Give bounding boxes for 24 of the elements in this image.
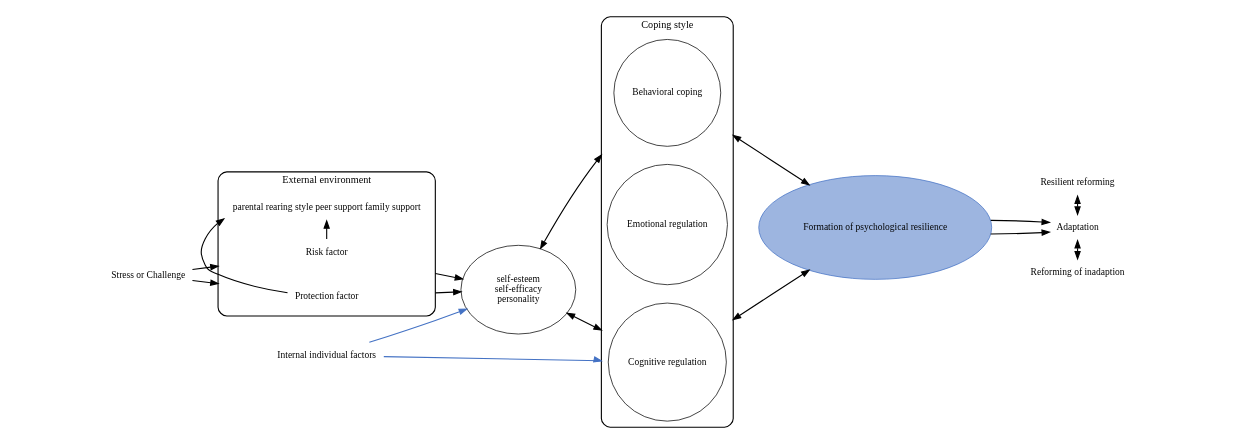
node-text: Risk factor <box>305 246 348 257</box>
arrow <box>989 218 1051 226</box>
arrow <box>539 153 602 250</box>
node-text: Adaptation <box>1055 221 1099 232</box>
arrow <box>731 269 810 321</box>
node-circle: Behavioral coping <box>613 39 721 147</box>
arrow <box>382 356 603 363</box>
node-text: Stress or Challenge <box>110 269 185 280</box>
arrow <box>200 217 288 294</box>
arrow <box>565 312 603 331</box>
arrow <box>989 229 1051 236</box>
node-text: Protection factor <box>294 291 358 302</box>
arrow <box>191 263 220 271</box>
node-circle: Cognitive regulation <box>607 302 727 422</box>
node-text: Internal individual factors <box>276 350 376 360</box>
arrow <box>434 288 463 296</box>
node-text: parental rearing style peer support family support <box>232 202 421 213</box>
arrow <box>368 308 468 343</box>
arrow <box>191 279 220 286</box>
arrow <box>731 134 810 186</box>
arrow <box>434 272 464 281</box>
node-text: Reforming of inadaption <box>1030 266 1125 277</box>
node-circle: Emotional regulation <box>606 164 728 286</box>
node-text: Resilient reforming <box>1040 177 1115 188</box>
